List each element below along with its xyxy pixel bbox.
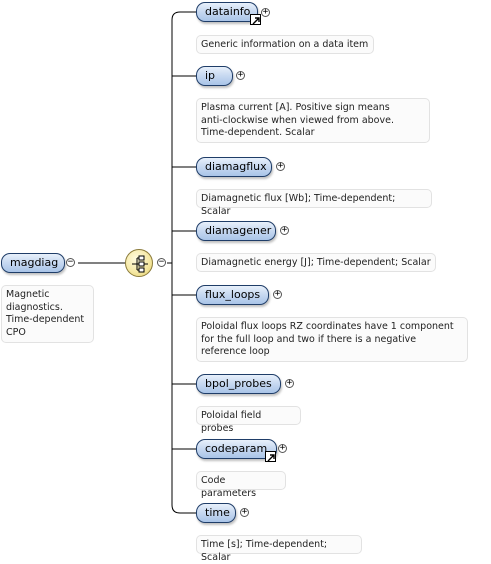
doc-line: anti-clockwise when viewed from above. <box>201 114 394 126</box>
child-node-label: bpol_probes <box>205 377 272 390</box>
child-node-label: codeparam <box>205 442 268 455</box>
child-node-diamagener[interactable]: diamagener <box>196 221 276 241</box>
expand-toggle-flux-loops[interactable]: + <box>273 290 282 299</box>
expand-symbol: + <box>241 507 248 517</box>
root-element-label: magdiag <box>10 256 59 269</box>
expand-symbol: + <box>286 378 293 388</box>
doc-datainfo: Generic information on a data item <box>196 35 374 54</box>
doc-time: Time [s]; Time-dependent; Scalar <box>196 535 362 563</box>
expand-symbol: + <box>237 70 244 80</box>
doc-line: for the full loop and two if there is a … <box>201 333 417 345</box>
expand-symbol: + <box>279 443 286 453</box>
root-element-node[interactable]: magdiag <box>1 253 65 273</box>
child-node-flux-loops[interactable]: flux_loops <box>196 285 269 305</box>
doc-codeparam: Code parameters <box>196 471 286 499</box>
compositor-collapse-symbol: − <box>158 257 165 267</box>
expand-toggle-datainfo[interactable]: + <box>261 8 270 17</box>
doc-line: Plasma current [A]. Positive sign means <box>201 102 390 113</box>
expand-toggle-codeparam[interactable]: + <box>278 444 287 453</box>
expand-toggle-diamagflux[interactable]: + <box>276 162 285 171</box>
sequence-compositor-icon[interactable] <box>125 249 153 277</box>
child-node-time[interactable]: time <box>196 503 236 523</box>
child-node-datainfo[interactable]: datainfo <box>196 2 258 22</box>
doc-line: Poloidal flux loops RZ coordinates have … <box>201 321 454 332</box>
doc-line: Poloidal field probes <box>201 410 262 434</box>
root-doc-line: Time-dependent <box>6 314 85 325</box>
doc-line: Time-dependent. Scalar <box>201 127 315 138</box>
expand-toggle-time[interactable]: + <box>240 508 249 517</box>
doc-line: Code parameters <box>201 475 257 499</box>
doc-line: Generic information on a data item <box>201 39 369 50</box>
root-collapse-toggle[interactable]: − <box>66 258 75 267</box>
expand-symbol: + <box>274 289 281 299</box>
child-node-codeparam[interactable]: codeparam <box>196 439 277 459</box>
doc-bpol-probes: Poloidal field probes <box>196 406 301 434</box>
child-node-label: time <box>205 506 230 519</box>
child-node-label: flux_loops <box>205 288 261 301</box>
root-collapse-symbol: − <box>67 257 74 267</box>
child-node-diamagflux[interactable]: diamagflux <box>196 157 272 177</box>
doc-line: reference loop <box>201 346 270 357</box>
doc-line: Time [s]; Time-dependent; Scalar <box>201 539 328 563</box>
root-doc-line: diagnostics. <box>6 301 63 313</box>
child-node-label: diamagener <box>205 224 272 237</box>
child-node-ip[interactable]: ip <box>196 66 233 86</box>
doc-ip: Plasma current [A]. Positive sign means … <box>196 98 430 143</box>
doc-diamagflux: Diamagnetic flux [Wb]; Time-dependent; S… <box>196 189 432 217</box>
doc-diamagener: Diamagnetic energy [J]; Time-dependent; … <box>196 253 436 272</box>
expand-symbol: + <box>281 225 288 235</box>
root-documentation: Magnetic diagnostics. Time-dependent CPO <box>1 285 94 343</box>
child-node-label: datainfo <box>205 5 251 18</box>
expand-toggle-bpol-probes[interactable]: + <box>285 379 294 388</box>
child-node-label: diamagflux <box>205 160 267 173</box>
compositor-collapse-toggle[interactable]: − <box>157 258 166 267</box>
child-node-bpol-probes[interactable]: bpol_probes <box>196 374 281 394</box>
expand-symbol: + <box>277 161 284 171</box>
doc-line: Diamagnetic flux [Wb]; Time-dependent; S… <box>201 193 396 217</box>
root-doc-line: CPO <box>6 326 26 338</box>
expand-toggle-diamagener[interactable]: + <box>280 226 289 235</box>
expand-symbol: + <box>262 7 269 17</box>
doc-line: Diamagnetic energy [J]; Time-dependent; … <box>201 257 431 268</box>
reference-arrow-icon <box>250 14 261 25</box>
child-node-label: ip <box>205 69 216 82</box>
reference-arrow-icon <box>265 451 276 462</box>
expand-toggle-ip[interactable]: + <box>236 71 245 80</box>
root-doc-line: Magnetic <box>6 289 50 300</box>
doc-flux-loops: Poloidal flux loops RZ coordinates have … <box>196 317 468 362</box>
